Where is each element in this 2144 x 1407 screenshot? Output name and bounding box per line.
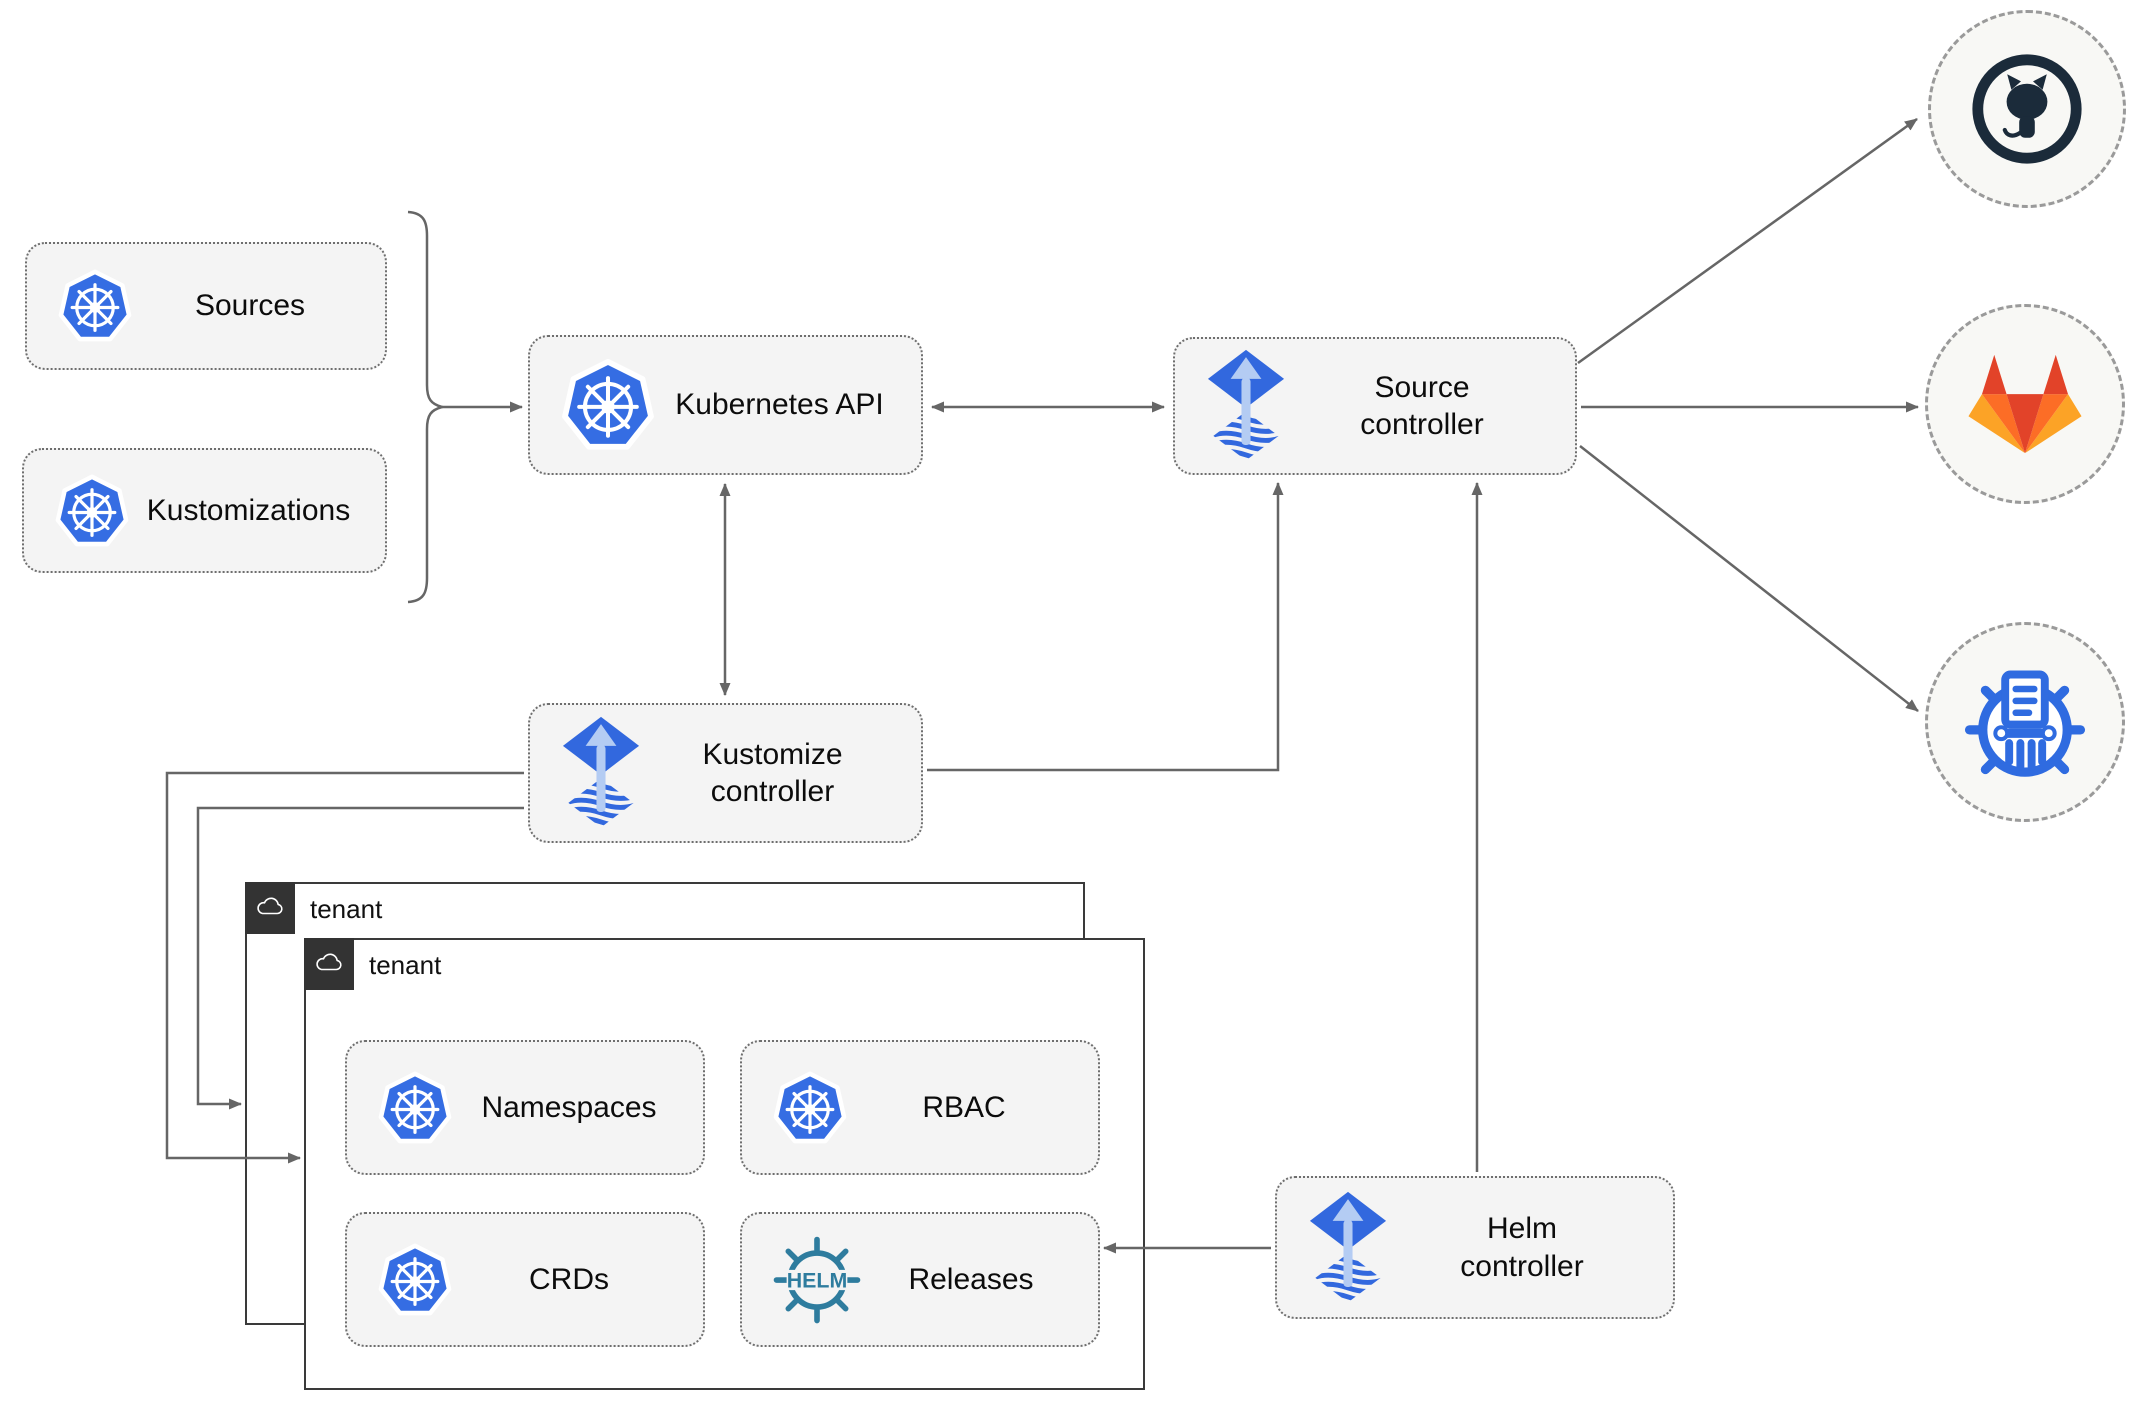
namespaces-box: Namespaces	[345, 1040, 705, 1175]
edge-source-chartmuseum	[1579, 445, 1919, 712]
chartmuseum-icon	[1959, 656, 2091, 788]
kubernetes-icon	[54, 473, 130, 549]
helm-controller-label: Helm controller	[1460, 1212, 1584, 1283]
sources-label: Sources	[194, 289, 306, 323]
brace	[407, 210, 447, 604]
cloud-icon	[255, 894, 285, 923]
edge-kustomize-source	[927, 482, 1284, 772]
crds-box: CRDs	[345, 1212, 705, 1347]
kubernetes-icon	[377, 1070, 453, 1146]
kustomizations-box: Kustomizations	[22, 448, 387, 573]
tenant-back-label: tenant	[310, 894, 383, 924]
kubernetes-icon	[560, 357, 656, 453]
flux-icon	[1205, 348, 1287, 464]
source-controller-label: Source controller	[1360, 370, 1484, 442]
rbac-box: RBAC	[740, 1040, 1100, 1175]
kustomize-controller-label: Kustomize controller	[702, 737, 843, 809]
flux-icon	[1307, 1190, 1389, 1306]
helm-controller-box: Helm controller	[1275, 1176, 1675, 1319]
chartmuseum-endpoint	[1925, 622, 2125, 822]
flux-icon	[560, 715, 642, 831]
gitlab-endpoint	[1925, 304, 2125, 504]
helm-icon: HELM	[772, 1235, 862, 1325]
edge-source-github	[1577, 117, 1918, 365]
kubernetes-icon	[57, 268, 133, 344]
source-controller-box: Source controller	[1173, 337, 1577, 475]
github-icon	[1967, 49, 2087, 169]
tenant-front-tab	[304, 938, 354, 990]
crds-label: CRDs	[529, 1262, 609, 1296]
tenant-front-label: tenant	[369, 950, 442, 980]
kubernetes-api-box: Kubernetes API	[528, 335, 923, 475]
github-endpoint	[1928, 10, 2126, 208]
svg-text:HELM: HELM	[787, 1268, 848, 1292]
releases-box: HELM Releases	[740, 1212, 1100, 1347]
rbac-label: RBAC	[922, 1090, 1006, 1124]
kubernetes-icon	[772, 1070, 848, 1146]
kubernetes-api-label: Kubernetes API	[675, 388, 884, 422]
cloud-icon	[314, 950, 344, 979]
kubernetes-icon	[377, 1242, 453, 1318]
kustomize-controller-box: Kustomize controller	[528, 703, 923, 843]
kustomizations-label: Kustomizations	[146, 493, 351, 527]
sources-box: Sources	[25, 242, 387, 370]
releases-label: Releases	[908, 1262, 1034, 1296]
namespaces-label: Namespaces	[481, 1090, 657, 1124]
gitlab-icon	[1966, 349, 2084, 459]
tenant-back-tab	[245, 882, 295, 934]
